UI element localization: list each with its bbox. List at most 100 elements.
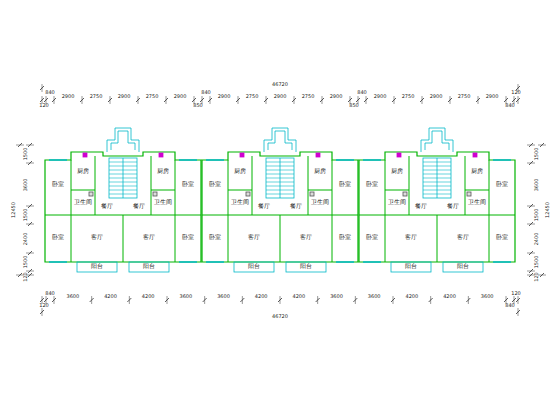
balcony — [234, 262, 274, 272]
dimension-line — [531, 145, 532, 275]
dimension-text: 1500 — [23, 148, 28, 161]
dimension-text: 2900 — [174, 94, 187, 99]
dimension-text: 4200 — [142, 294, 155, 299]
room-label: 卫生间 — [231, 200, 249, 206]
wall — [332, 160, 333, 262]
dimension-text: 840 — [45, 90, 55, 95]
stair-rail — [123, 158, 124, 198]
room-label: 卧室 — [366, 182, 378, 188]
dimension-text: 120 — [39, 103, 49, 108]
wall — [252, 156, 253, 215]
dimension-text: 1500 — [534, 148, 539, 161]
room-label: 卫生间 — [388, 200, 406, 206]
flue-mark — [240, 153, 244, 157]
flue-mark — [83, 153, 87, 157]
extension-line — [54, 96, 55, 104]
dimension-text: 2750 — [90, 94, 103, 99]
wall — [489, 160, 490, 262]
wall — [95, 156, 96, 215]
room-label: 卧室 — [339, 235, 351, 241]
wall — [409, 156, 410, 215]
room-label: 阳台 — [457, 264, 469, 270]
window — [493, 159, 511, 161]
extension-line — [450, 96, 451, 104]
dimension-text: 120 — [534, 272, 539, 282]
wall — [151, 190, 175, 191]
wall — [385, 160, 386, 262]
extension-line — [527, 145, 535, 146]
extension-line — [266, 96, 267, 104]
fixture — [89, 192, 93, 196]
room-label: 餐厅 — [133, 204, 145, 210]
dimension-text: 840 — [45, 291, 55, 296]
extension-line — [430, 296, 431, 304]
wall — [228, 160, 229, 262]
dimension-text: 3600 — [534, 178, 539, 191]
extension-line — [238, 96, 239, 104]
dimension-text: 2750 — [458, 94, 471, 99]
fixture — [467, 192, 471, 196]
dimension-text: 2900 — [374, 94, 387, 99]
room-label: 客厅 — [405, 235, 417, 241]
outer-wall — [359, 152, 515, 262]
window — [206, 261, 224, 263]
room-label: 阳台 — [91, 264, 103, 270]
room-label: 卧室 — [339, 182, 351, 188]
extension-line — [518, 96, 519, 104]
extension-line — [317, 296, 318, 304]
extension-line — [166, 96, 167, 104]
extension-line — [42, 308, 43, 316]
extension-line — [42, 84, 43, 92]
balcony — [391, 262, 431, 272]
balcony — [129, 262, 169, 272]
extension-line — [210, 96, 211, 104]
dimension-line — [542, 145, 543, 275]
dimension-text: 4200 — [255, 294, 268, 299]
dimension-text: 850 — [349, 103, 359, 108]
dimension-text: 2400 — [534, 232, 539, 245]
stair — [423, 158, 451, 198]
wall — [71, 190, 95, 191]
extension-line — [393, 296, 394, 304]
dimension-text: 2900 — [330, 94, 343, 99]
extension-line — [167, 296, 168, 304]
dimension-text: 12450 — [11, 202, 16, 218]
dimension-line — [20, 145, 21, 275]
room-label: 客厅 — [91, 235, 103, 241]
extension-line — [26, 206, 34, 207]
dimension-line — [42, 312, 518, 313]
room-label: 厨房 — [77, 169, 89, 175]
dimension-line — [42, 88, 518, 89]
extension-line — [422, 96, 423, 104]
dimension-text: 3600 — [368, 294, 381, 299]
extension-line — [294, 96, 295, 104]
room-label: 卫生间 — [154, 200, 172, 206]
wall — [437, 215, 438, 262]
room-label: 厨房 — [234, 169, 246, 175]
room-label: 餐厅 — [101, 204, 113, 210]
extension-line — [26, 224, 34, 225]
dimension-text: 2900 — [486, 94, 499, 99]
dimension-text: 4200 — [405, 294, 418, 299]
extension-line — [527, 224, 535, 225]
extension-line — [26, 145, 34, 146]
dimension-text: 1500 — [534, 209, 539, 222]
dimension-line — [30, 145, 31, 275]
room-label: 客厅 — [143, 235, 155, 241]
room-label: 餐厅 — [258, 204, 270, 210]
extension-line — [26, 271, 34, 272]
window — [49, 261, 67, 263]
dimension-text: 46720 — [272, 314, 288, 319]
room-label: 阳台 — [248, 264, 260, 270]
fixture — [246, 192, 250, 196]
extension-line — [527, 271, 535, 272]
dimension-text: 120 — [39, 303, 49, 308]
extension-line — [518, 296, 519, 304]
entrance-canopy — [421, 128, 453, 152]
extension-line — [355, 296, 356, 304]
balcony — [77, 262, 117, 272]
stair-rail — [437, 158, 438, 198]
extension-line — [478, 96, 479, 104]
extension-line — [129, 296, 130, 304]
extension-line — [138, 96, 139, 104]
